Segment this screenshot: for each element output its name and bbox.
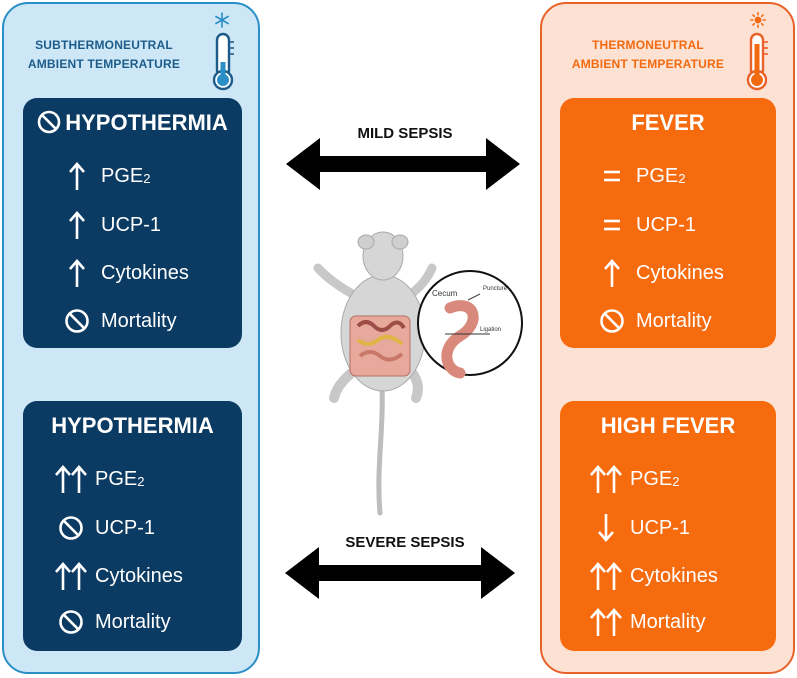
mild-sepsis-label: MILD SEPSIS	[357, 125, 453, 142]
severe-sepsis-label: SEVERE SEPSIS	[345, 534, 465, 551]
up-arrow-icon	[69, 259, 85, 287]
puncture-needle	[467, 293, 481, 301]
row-cytokines: Cytokines	[588, 256, 724, 290]
cecum-label: Cecum	[432, 289, 458, 298]
row-label: UCP-1	[630, 516, 691, 539]
row-label: Mortality	[636, 309, 712, 332]
row-pge2: PGE2	[582, 462, 679, 496]
row-label: PGE2	[636, 164, 686, 187]
down-arrow-icon	[598, 514, 614, 542]
row-label: UCP-1	[95, 516, 156, 539]
equals-icon	[604, 219, 620, 231]
double-headed-arrow-mild	[286, 138, 520, 190]
hypothermia-mild-heading: HYPOTHERMIA	[23, 110, 242, 136]
row-pge2: PGE2	[53, 159, 150, 193]
prohibited-icon	[65, 309, 89, 333]
row-label: PGE2	[95, 467, 145, 490]
prohibited-icon	[600, 309, 624, 333]
row-cytokines: Cytokines	[53, 256, 189, 290]
row-label: Mortality	[95, 610, 171, 633]
left-title-line1: SUBTHERMONEUTRAL	[35, 38, 173, 52]
row-label: UCP-1	[636, 213, 697, 236]
row-label: UCP-1	[101, 213, 162, 236]
row-mortality: Mortality	[588, 304, 712, 338]
row-label: Mortality	[101, 309, 177, 332]
double-up-arrow-icon	[590, 465, 622, 493]
high-fever-heading: HIGH FEVER	[600, 413, 736, 438]
right-title-line2: AMBIENT TEMPERATURE	[571, 57, 725, 71]
mouse-tail	[376, 385, 385, 516]
subthermoneutral-panel: SUBTHERMONEUTRAL AMBIENT TEMPERATURE HYP…	[2, 2, 260, 674]
right-title-line1: THERMONEUTRAL	[592, 38, 704, 52]
snowflake-icon	[215, 12, 229, 28]
left-title-line2: AMBIENT TEMPERATURE	[27, 57, 181, 71]
thermoneutral-panel: THERMONEUTRAL AMBIENT TEMPERATURE FEVER …	[540, 2, 795, 674]
row-ucp1: UCP-1	[53, 208, 161, 242]
prohibited-icon	[59, 610, 83, 634]
row-label: PGE2	[630, 467, 680, 490]
row-ucp1: UCP-1	[588, 208, 696, 242]
thermometer-icon	[212, 32, 234, 91]
double-up-arrow-icon	[55, 562, 87, 590]
row-label: Cytokines	[101, 261, 189, 284]
left-panel-title: SUBTHERMONEUTRAL AMBIENT TEMPERATURE	[4, 36, 204, 74]
row-ucp1: UCP-1	[47, 511, 155, 545]
row-mortality: Mortality	[582, 605, 706, 639]
prohibited-icon	[37, 110, 61, 134]
row-label: Mortality	[630, 610, 706, 633]
double-up-arrow-icon	[55, 465, 87, 493]
up-arrow-icon	[69, 211, 85, 239]
row-pge2: PGE2	[47, 462, 144, 496]
row-pge2: PGE2	[588, 159, 685, 193]
ligation-label: Ligation	[480, 327, 501, 333]
intestine-lower	[358, 350, 404, 362]
mouse-open-abdomen	[349, 315, 411, 377]
row-mortality: Mortality	[47, 605, 171, 639]
mouse-right-ear	[391, 234, 409, 250]
double-up-arrow-icon	[590, 562, 622, 590]
hypothermia-mild-box: HYPOTHERMIA PGE2 UCP-1 Cytokines Mortali…	[23, 98, 242, 348]
intestine-yellow	[356, 334, 404, 346]
row-label: Cytokines	[630, 564, 718, 587]
row-cytokines: Cytokines	[47, 559, 183, 593]
fever-box: FEVER PGE2 UCP-1 Cytokines Mortality	[560, 98, 776, 348]
heading-text: HYPOTHERMIA	[65, 110, 228, 135]
row-mortality: Mortality	[53, 304, 177, 338]
cecum-shape	[441, 300, 479, 379]
mouse-cecal-ligation-illustration: Cecum Puncture Ligation	[313, 231, 523, 516]
up-arrow-icon	[69, 162, 85, 190]
double-up-arrow-icon	[590, 608, 622, 636]
equals-icon	[604, 170, 620, 182]
high-fever-box: HIGH FEVER PGE2 UCP-1 Cytokines Mortalit…	[560, 401, 776, 651]
row-label: Cytokines	[95, 564, 183, 587]
sun-icon	[750, 12, 766, 28]
right-panel-title: THERMONEUTRAL AMBIENT TEMPERATURE	[548, 36, 748, 74]
row-ucp1: UCP-1	[582, 511, 690, 545]
mouse-left-ear	[357, 234, 375, 250]
hypothermia-severe-heading: HYPOTHERMIA	[51, 413, 214, 438]
prohibited-icon	[59, 516, 83, 540]
row-label: PGE2	[101, 164, 151, 187]
fever-heading: FEVER	[631, 110, 705, 135]
double-headed-arrow-severe	[285, 547, 515, 599]
puncture-label: Puncture	[483, 286, 508, 292]
intestine-coil	[356, 320, 406, 332]
hypothermia-severe-box: HYPOTHERMIA PGE2 UCP-1 Cytokines Mortali…	[23, 401, 242, 651]
thermometer-icon	[746, 32, 768, 91]
row-cytokines: Cytokines	[582, 559, 718, 593]
up-arrow-icon	[604, 259, 620, 287]
row-label: Cytokines	[636, 261, 724, 284]
